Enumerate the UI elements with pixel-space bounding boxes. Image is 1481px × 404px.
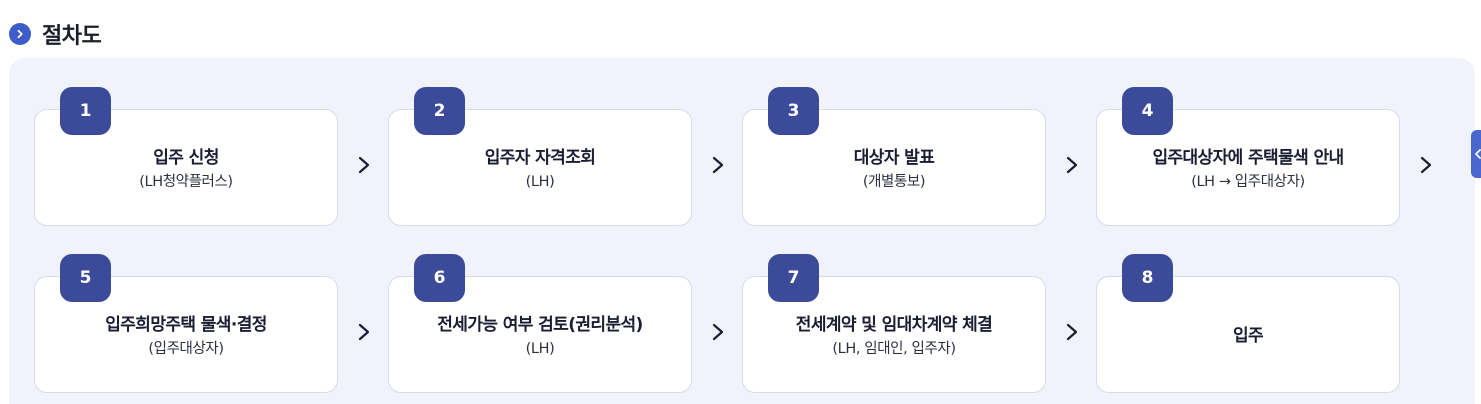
side-scroll-button[interactable] [1471, 130, 1481, 178]
step-subtitle: (LH → 입주대상자) [1191, 174, 1305, 190]
step-number-badge: 2 [414, 87, 465, 135]
step-subtitle: (LH, 임대인, 입주자) [832, 341, 956, 357]
step-subtitle: (LH) [525, 174, 555, 190]
step-number-badge: 7 [768, 254, 819, 302]
step-card-3: 3 대상자 발표 (개별통보) [742, 87, 1046, 226]
chevron-right-icon [712, 156, 724, 174]
step-subtitle: (LH) [525, 341, 555, 357]
chevron-right-icon [1420, 156, 1432, 174]
step-card-1: 1 입주 신청 (LH청약플러스) [34, 87, 338, 226]
step-number-badge: 8 [1122, 254, 1173, 302]
step-number-badge: 5 [60, 254, 111, 302]
step-number-badge: 3 [768, 87, 819, 135]
step-title: 입주 신청 [153, 148, 219, 168]
chevron-right-icon [712, 323, 724, 341]
step-title: 입주자 자격조회 [484, 148, 596, 168]
section-title: 절차도 [42, 24, 102, 49]
step-number-badge: 1 [60, 87, 111, 135]
step-card-7: 7 전세계약 및 임대차계약 체결 (LH, 임대인, 입주자) [742, 254, 1046, 393]
chevron-right-icon [1066, 156, 1078, 174]
step-title: 입주희망주택 물색·결정 [105, 315, 267, 335]
chevron-right-circle-icon [9, 23, 31, 45]
step-card-4: 4 입주대상자에 주택물색 안내 (LH → 입주대상자) [1096, 87, 1400, 226]
step-subtitle: (개별통보) [862, 174, 926, 190]
step-subtitle: (LH청약플러스) [139, 174, 233, 190]
step-title: 전세가능 여부 검토(권리분석) [437, 315, 643, 335]
chevron-right-icon [358, 156, 370, 174]
step-number-badge: 4 [1122, 87, 1173, 135]
section-header: 절차도 [9, 19, 102, 49]
step-title: 전세계약 및 임대차계약 체결 [795, 315, 993, 335]
step-title: 입주대상자에 주택물색 안내 [1152, 148, 1344, 168]
step-card-5: 5 입주희망주택 물색·결정 (입주대상자) [34, 254, 338, 393]
chevron-left-icon [1475, 149, 1481, 159]
step-card-6: 6 전세가능 여부 검토(권리분석) (LH) [388, 254, 692, 393]
chevron-right-icon [358, 323, 370, 341]
step-card-2: 2 입주자 자격조회 (LH) [388, 87, 692, 226]
step-title: 입주 [1232, 326, 1264, 346]
step-card-8: 8 입주 [1096, 254, 1400, 393]
chevron-right-icon [1066, 323, 1078, 341]
step-number-badge: 6 [414, 254, 465, 302]
step-title: 대상자 발표 [853, 148, 935, 168]
step-subtitle: (입주대상자) [148, 341, 224, 357]
